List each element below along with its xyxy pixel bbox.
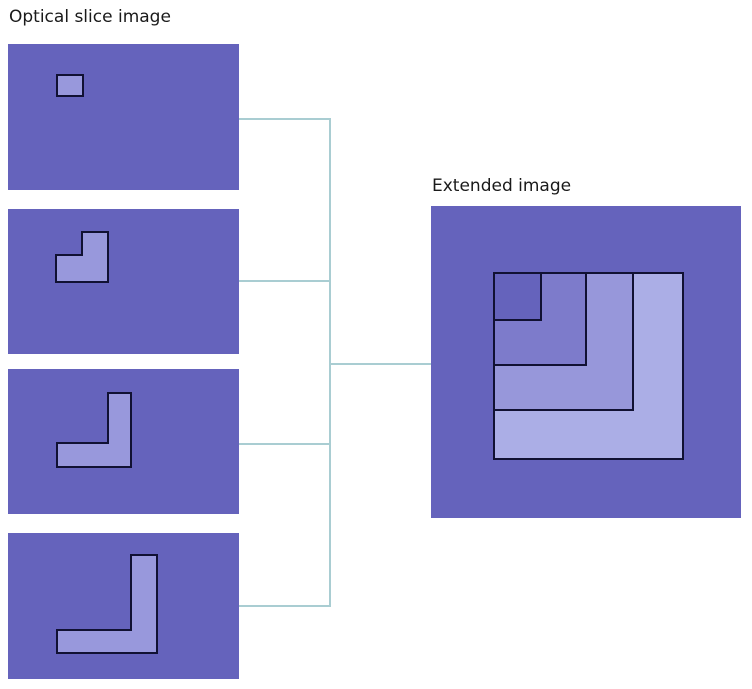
slice-1-square [56, 74, 84, 97]
slice-4-shape [56, 554, 158, 654]
slice-panel-3 [8, 369, 239, 514]
connector-lines [239, 118, 432, 607]
slice-3-shape [56, 392, 132, 468]
extended-image-panel [431, 206, 741, 518]
optical-slice-title: Optical slice image [9, 7, 171, 27]
slice-2-shape [55, 231, 109, 283]
slice-panel-2 [8, 209, 239, 354]
slice-panel-1 [8, 44, 239, 190]
extended-image-title: Extended image [432, 176, 572, 196]
slice-panel-4 [8, 533, 239, 679]
extended-level-1 [493, 272, 542, 321]
